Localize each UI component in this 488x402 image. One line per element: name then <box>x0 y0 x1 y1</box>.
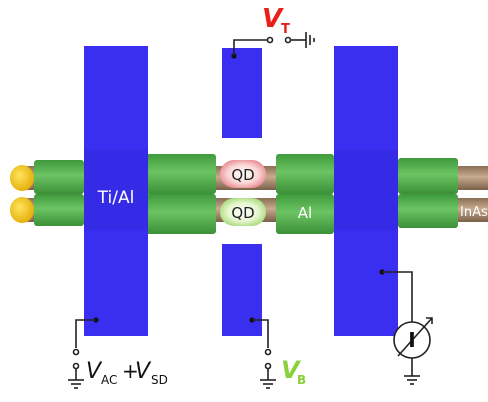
qd-bottom-label: QD <box>231 204 254 222</box>
ammeter-label: I <box>408 328 415 352</box>
vt-label-main: V <box>262 4 284 34</box>
right-contact <box>334 46 398 336</box>
qd-bottom-glow <box>220 198 266 226</box>
qd-top-glow <box>220 160 266 188</box>
vac-circuit <box>68 317 99 389</box>
vac-label-sub: AC <box>101 373 117 387</box>
vac-plus: + <box>122 359 139 383</box>
al-label: Al <box>298 204 312 222</box>
qd-top-label: QD <box>231 166 254 184</box>
vt-circuit <box>231 32 315 59</box>
wire-tip-bottom <box>10 197 34 223</box>
ammeter-circuit <box>379 269 433 385</box>
vb-label-main: V <box>281 356 302 384</box>
top-gate <box>222 48 262 138</box>
vsd-label-sub: SD <box>151 373 168 387</box>
vt-label-sub: T <box>281 22 290 37</box>
vb-label-sub: B <box>297 373 306 387</box>
vb-circuit <box>249 317 276 389</box>
shell-segments <box>34 154 458 234</box>
bottom-gate <box>222 244 262 336</box>
ti-al-label: Ti/Al <box>97 188 135 208</box>
left-contact-ti-al <box>84 46 148 336</box>
inas-label: InAs <box>460 205 488 220</box>
vac-label-main: V <box>86 359 103 384</box>
vsd-label-main: V <box>135 359 152 384</box>
wire-tip-top <box>10 165 34 191</box>
